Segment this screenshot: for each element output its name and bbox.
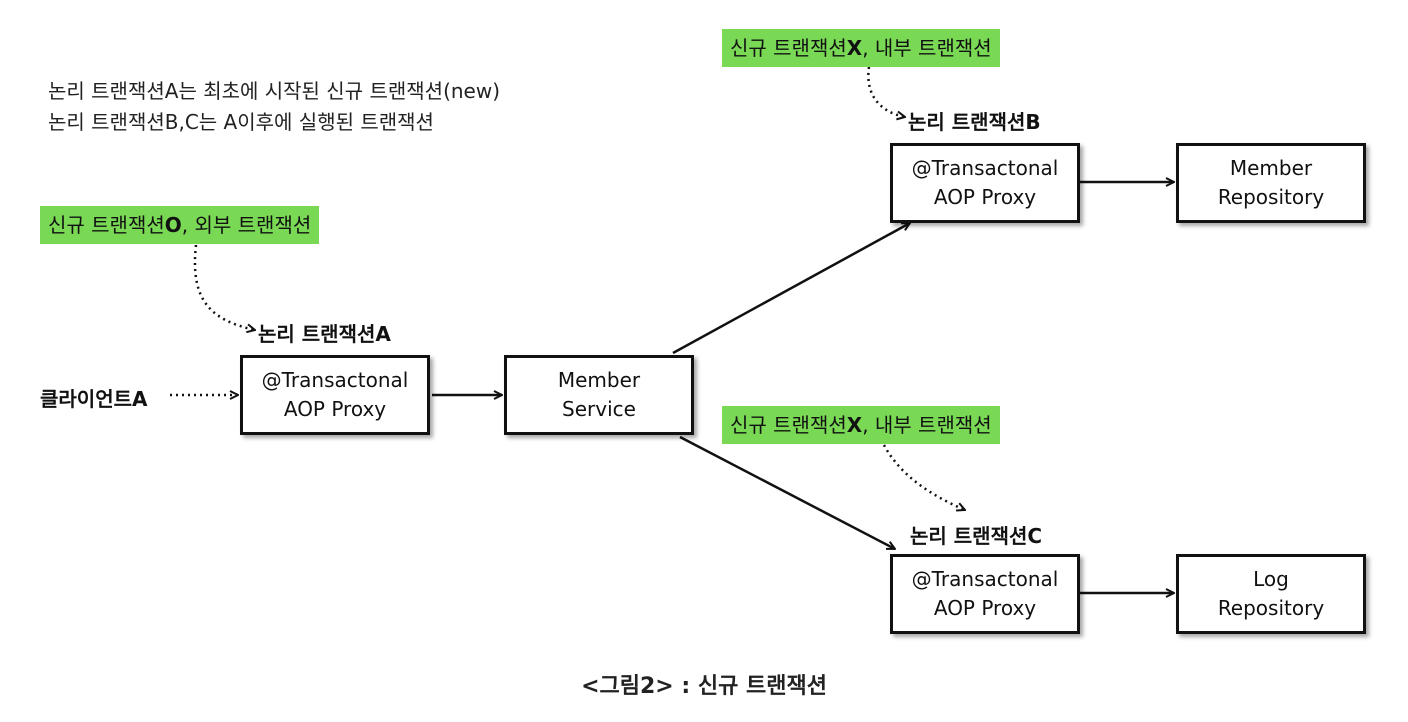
arrow-member-service-to-proxy-b (672, 221, 910, 355)
dotted-arrow-outer-to-logical-a (193, 244, 255, 330)
label-logical-transaction-a: 논리 트랜잭션A (258, 322, 391, 346)
note-line-2: 논리 트랜잭션B,C는 A이후에 실행된 트랜잭션 (48, 110, 434, 134)
highlight-inner-transaction-b: 신규 트랜잭션X, 내부 트랜잭션 (722, 29, 1000, 67)
arrow-member-service-to-proxy-c (679, 435, 895, 551)
label-logical-transaction-c: 논리 트랜잭션C (910, 524, 1043, 548)
label-logical-transaction-b: 논리 트랜잭션B (908, 110, 1041, 134)
figure-caption: <그림2> : 신규 트랜잭션 (581, 674, 827, 699)
highlight-outer-transaction: 신규 트랜잭션O, 외부 트랜잭션 (40, 206, 320, 244)
note-line-1: 논리 트랜잭션A는 최초에 시작된 신규 트랜잭션(new) (48, 79, 501, 103)
label-client-a: 클라이언트A (40, 387, 148, 411)
dotted-arrow-inner-b-to-logical-b (867, 66, 905, 117)
highlight-inner-transaction-c: 신규 트랜잭션X, 내부 트랜잭션 (722, 406, 1000, 444)
dotted-arrow-inner-c-to-logical-c (882, 444, 965, 510)
